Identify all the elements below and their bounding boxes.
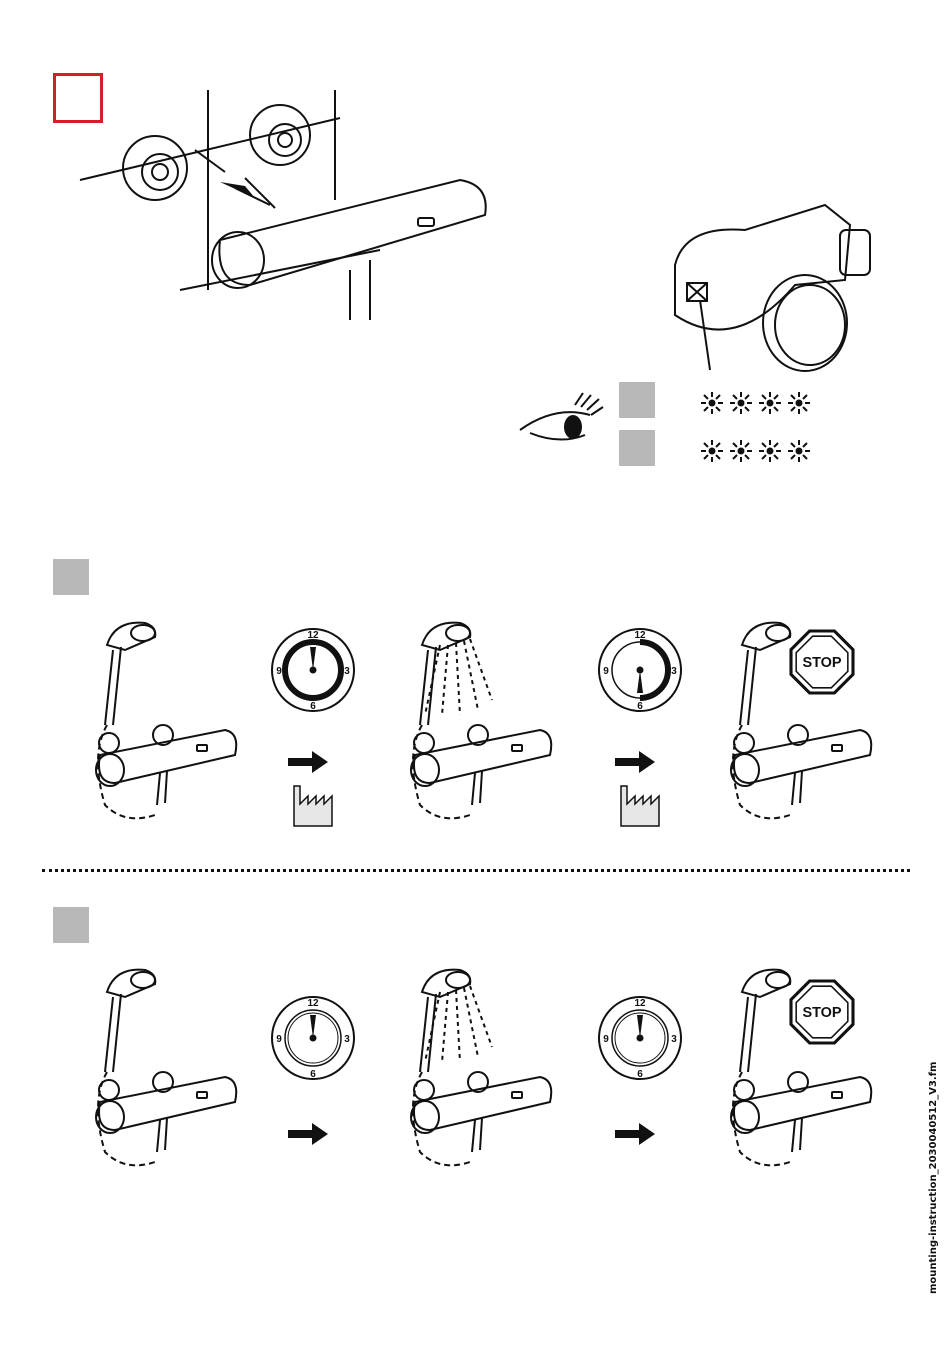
arrow-icon-row2-1: [288, 1122, 338, 1146]
dial-label-3: 3: [344, 1034, 350, 1045]
dial-label-6: 6: [637, 701, 643, 712]
stop-label: STOP: [802, 655, 841, 671]
shower-unit-row2-1: [85, 962, 245, 1182]
factory-icon-row1-1: [294, 786, 334, 828]
dial-label-12: 12: [634, 630, 646, 641]
stop-label: STOP: [802, 1005, 841, 1021]
dial-label-12: 12: [634, 998, 646, 1009]
dial-label-9: 9: [276, 1034, 282, 1045]
stop-sign-row1: STOP: [791, 631, 853, 693]
dial-label-3: 3: [671, 666, 677, 677]
shower-unit-row1-2: [400, 615, 560, 835]
dial-label-3: 3: [671, 1034, 677, 1045]
shower-unit-row1-1: [85, 615, 245, 835]
dial-label-6: 6: [310, 701, 316, 712]
shower-unit-row2-2: [400, 962, 560, 1182]
section-divider: [42, 869, 910, 872]
eye-icon: [515, 385, 605, 445]
dial-row1-2: 12 3 6 9: [597, 627, 683, 713]
dial-label-12: 12: [307, 630, 319, 641]
dial-row2-1: 12 3 6 9: [270, 995, 356, 1081]
arrow-icon-row1-1: [288, 750, 338, 774]
dial-label-6: 6: [637, 1069, 643, 1080]
step-marker-gray-2: [619, 430, 655, 466]
dial-label-6: 6: [310, 1069, 316, 1080]
arrow-icon-row2-2: [615, 1122, 665, 1146]
stop-sign-row2: STOP: [791, 981, 853, 1043]
step-marker-gray-1: [619, 382, 655, 418]
footer-filename: mounting-instruction_2030040512_V3.fm: [928, 1062, 939, 1294]
dial-label-12: 12: [307, 998, 319, 1009]
thermostat-detail-illustration: [665, 205, 885, 375]
dial-label-9: 9: [603, 1034, 609, 1045]
step-marker-gray-4: [53, 907, 89, 943]
led-flash-row-2: [700, 438, 815, 464]
installation-illustration: [80, 90, 500, 330]
dial-row1-1: 12 3 6 9: [270, 627, 356, 713]
dial-label-9: 9: [276, 666, 282, 677]
led-flash-row-1: [700, 390, 815, 416]
step-marker-gray-3: [53, 559, 89, 595]
arrow-icon-row1-2: [615, 750, 665, 774]
dial-row2-2: 12 3 6 9: [597, 995, 683, 1081]
dial-label-3: 3: [344, 666, 350, 677]
footer-filename-container: mounting-instruction_2030040512_V3.fm: [928, 1058, 942, 1294]
dial-label-9: 9: [603, 666, 609, 677]
factory-icon-row1-2: [621, 786, 661, 828]
